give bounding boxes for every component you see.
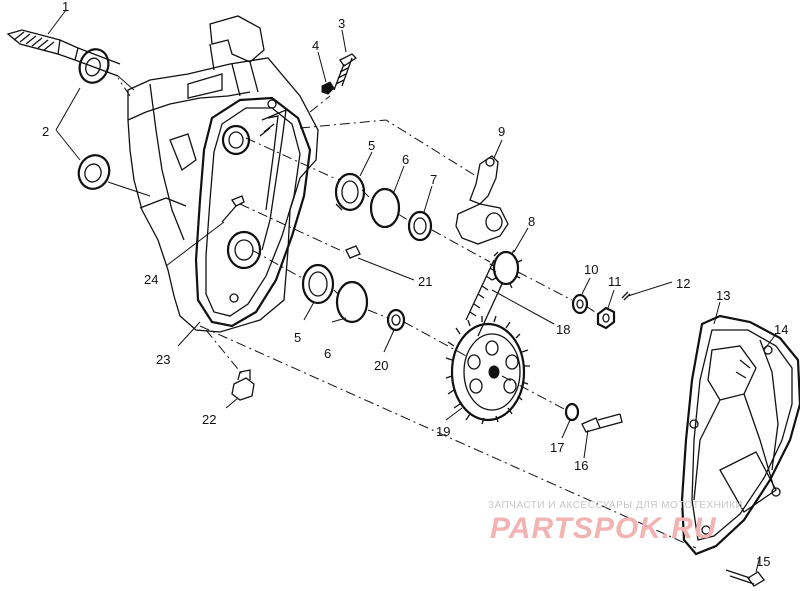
callout-12: 12 [676,276,690,291]
leader-lines [47,9,777,573]
watermark-logo: PARTSPOK.RU [490,512,717,545]
hex-bolt-top [333,53,358,91]
callout-22: 22 [202,412,216,427]
nut-11 [596,306,616,330]
input-shaft [6,29,121,77]
callout-6-upper: 6 [402,152,409,167]
callout-23: 23 [156,352,170,367]
callout-15: 15 [756,554,770,569]
chaincase-housing [127,15,319,333]
drive-chain [465,259,503,337]
bolt-16 [581,413,623,433]
assembly-centerlines [117,77,697,549]
callout-10: 10 [584,262,598,277]
callout-4: 4 [312,38,319,53]
upper-sprocket [489,249,523,289]
plug-21 [345,245,361,259]
callout-14: 14 [774,322,788,337]
callout-21: 21 [418,274,432,289]
o-ring-upper [369,187,401,229]
callout-19: 19 [436,424,450,439]
callout-3: 3 [338,16,345,31]
callout-24: 24 [144,272,158,287]
bearing-lower [301,263,335,305]
callout-8: 8 [528,214,535,229]
callout-6-lower: 6 [324,346,331,361]
watermark: ЗАПЧАСТИ И АКСЕССУАРЫ ДЛЯ МОТОТЕХНИКИ PA… [488,500,743,545]
bearing-upper [334,172,366,212]
bolt-15 [725,569,765,587]
lower-sprocket [445,315,530,425]
oil-seal-upper [78,48,110,84]
callout-5-lower: 5 [294,330,301,345]
drain-plug-22 [231,369,255,401]
seal-upper [407,210,433,242]
stud-24 [221,195,245,223]
o-ring-lower [335,280,369,324]
screw-12 [621,291,631,301]
callout-11: 11 [608,274,622,289]
callout-13: 13 [716,288,730,303]
washer-lower [386,308,406,332]
watermark-caption: ЗАПЧАСТИ И АКСЕССУАРЫ ДЛЯ МОТОТЕХНИКИ [488,500,743,511]
washer-10 [571,293,589,315]
callout-labels: 1 2 3 4 5 6 7 8 9 10 11 12 13 14 15 16 1… [42,0,788,569]
callout-16: 16 [574,458,588,473]
callout-20: 20 [374,358,388,373]
callout-17: 17 [550,440,564,455]
chaincase-cover [680,314,800,556]
nut-top [321,81,335,95]
oil-seal-lower [77,154,111,190]
washer-17 [564,402,580,422]
tensioner-arm [455,155,509,245]
callout-18: 18 [556,322,570,337]
callout-9: 9 [498,124,505,139]
callout-5-upper: 5 [368,138,375,153]
callout-7: 7 [430,172,437,187]
callout-2: 2 [42,124,49,139]
callout-1: 1 [62,0,69,14]
